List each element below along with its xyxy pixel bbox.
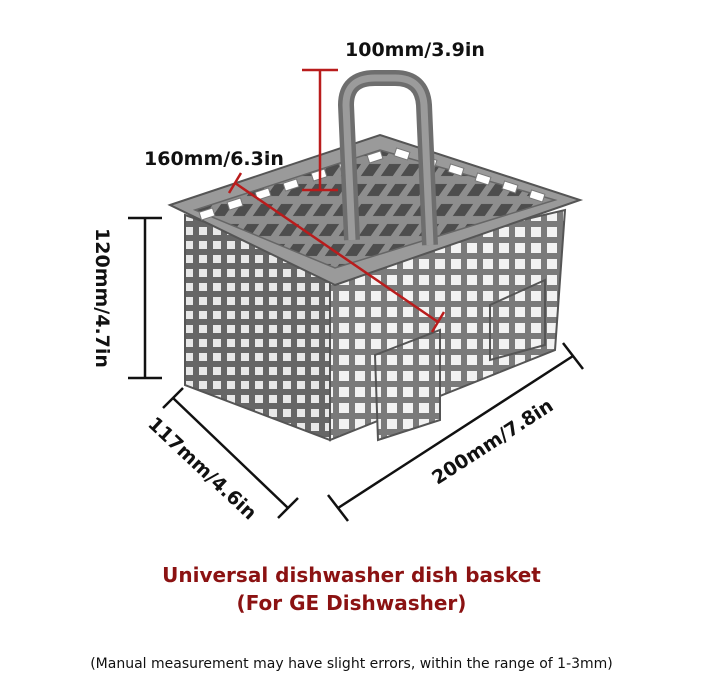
measurement-note: (Manual measurement may have slight erro… xyxy=(90,656,613,672)
handle-height-marker xyxy=(302,68,338,192)
inner-length-marker xyxy=(227,172,446,333)
inner-length-label: 160mm/6.3in xyxy=(144,148,284,170)
basket xyxy=(167,70,584,442)
basket-top-grid xyxy=(192,149,558,269)
basket-front-pocket xyxy=(489,278,546,362)
width-label: 117mm/4.6in xyxy=(143,413,260,525)
basket-handle-inner xyxy=(342,74,434,246)
basket-front-pocket xyxy=(373,328,441,442)
width-marker xyxy=(162,387,299,519)
height-label: 120mm/4.7in xyxy=(91,228,113,368)
length-marker xyxy=(327,342,584,522)
height-marker xyxy=(128,216,162,380)
caption-subtitle: (For GE Dishwasher) xyxy=(236,591,467,615)
handle-height-label: 100mm/3.9in xyxy=(345,39,485,61)
caption-title: Universal dishwasher dish basket xyxy=(162,563,541,587)
